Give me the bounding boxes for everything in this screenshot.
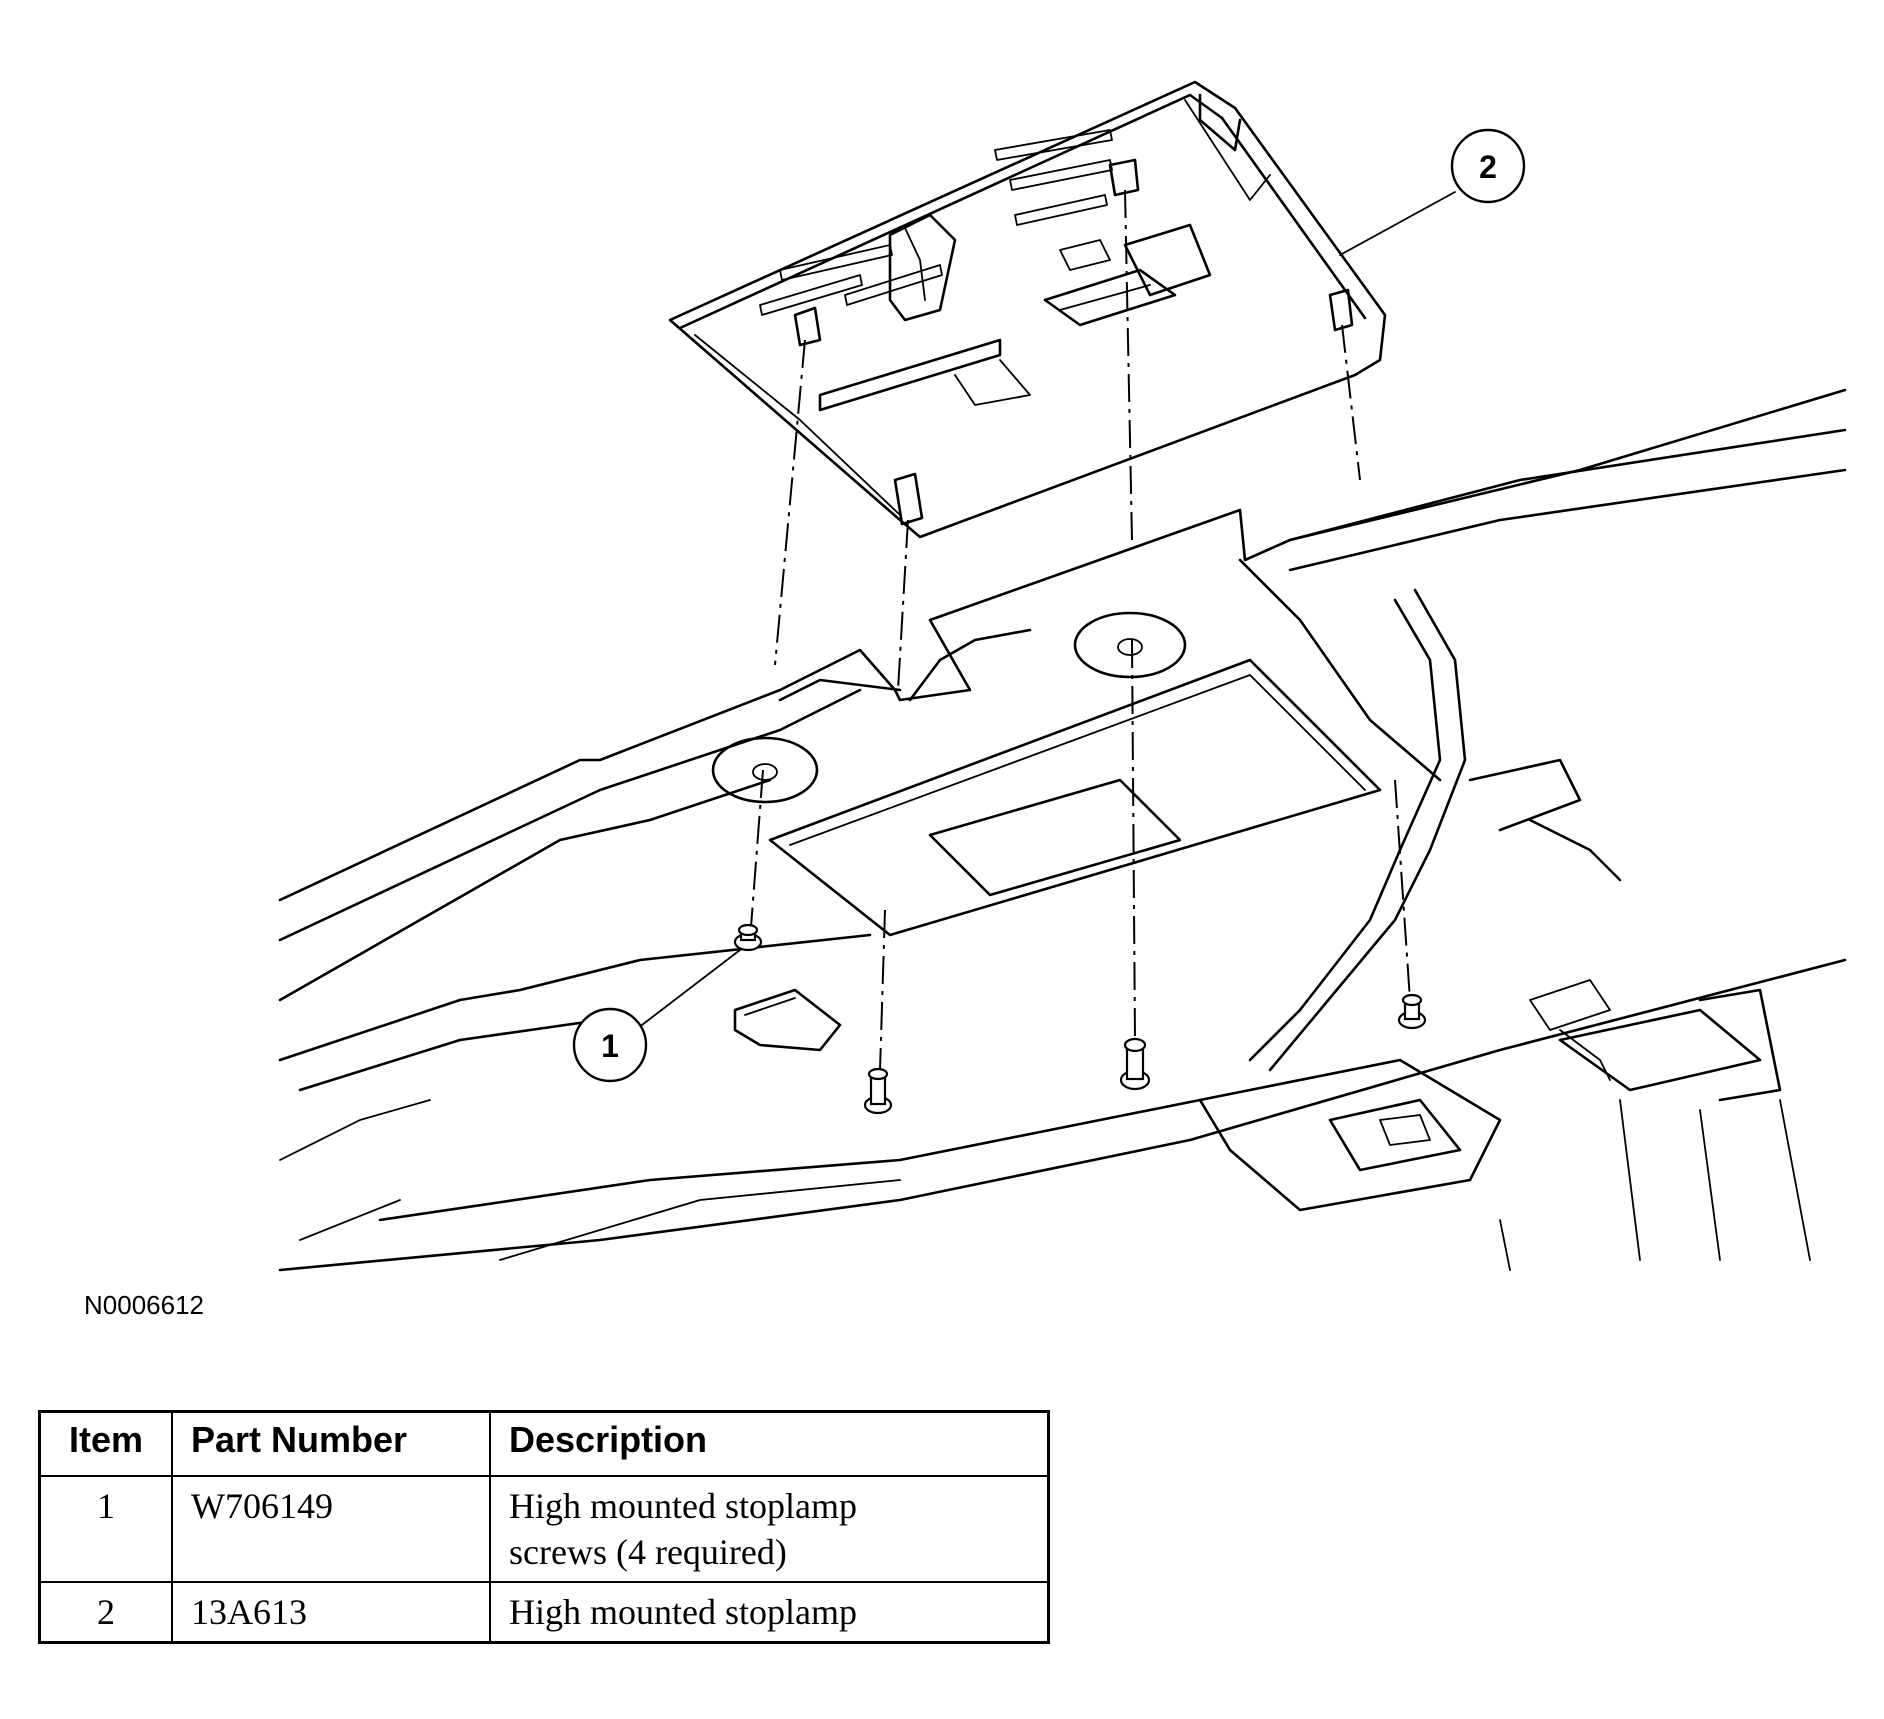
stoplamp-assembly bbox=[668, 80, 1387, 539]
screw-icon bbox=[1397, 993, 1427, 1030]
cell-description: High mounted stoplamp screws (4 required… bbox=[489, 1475, 1050, 1583]
description-line: High mounted stoplamp bbox=[509, 1486, 857, 1526]
figure-code: N0006612 bbox=[84, 1290, 204, 1320]
exploded-view-illustration: 1 2 bbox=[278, 80, 1847, 1272]
vehicle-roof-panel bbox=[278, 388, 1847, 1272]
header-item: Item bbox=[38, 1410, 173, 1477]
cell-item: 1 bbox=[38, 1475, 173, 1583]
screws bbox=[733, 923, 1427, 1115]
callout-2-label: 2 bbox=[1479, 149, 1497, 185]
cell-part-number: 13A613 bbox=[171, 1581, 491, 1644]
screw-icon bbox=[733, 923, 763, 952]
description-line: screws (4 required) bbox=[509, 1532, 787, 1572]
cell-description: High mounted stoplamp bbox=[489, 1581, 1050, 1644]
alignment-lines bbox=[749, 189, 1411, 1071]
header-part-number: Part Number bbox=[171, 1410, 491, 1477]
header-description: Description bbox=[489, 1410, 1050, 1477]
description-line: High mounted stoplamp bbox=[509, 1592, 857, 1632]
callout-1-label: 1 bbox=[601, 1028, 619, 1064]
cell-item: 2 bbox=[38, 1581, 173, 1644]
parts-legend-table: Item Part Number Description 1 W706149 H… bbox=[38, 1410, 1050, 1644]
table-row: 2 13A613 High mounted stoplamp bbox=[38, 1581, 1050, 1644]
table-row: 1 W706149 High mounted stoplamp screws (… bbox=[38, 1475, 1050, 1583]
screw-icon bbox=[1119, 1037, 1151, 1091]
screw-icon bbox=[863, 1067, 893, 1115]
callout-2: 2 bbox=[1339, 128, 1526, 256]
callout-1: 1 bbox=[572, 949, 741, 1083]
table-header-row: Item Part Number Description bbox=[38, 1410, 1050, 1477]
cell-part-number: W706149 bbox=[171, 1475, 491, 1583]
